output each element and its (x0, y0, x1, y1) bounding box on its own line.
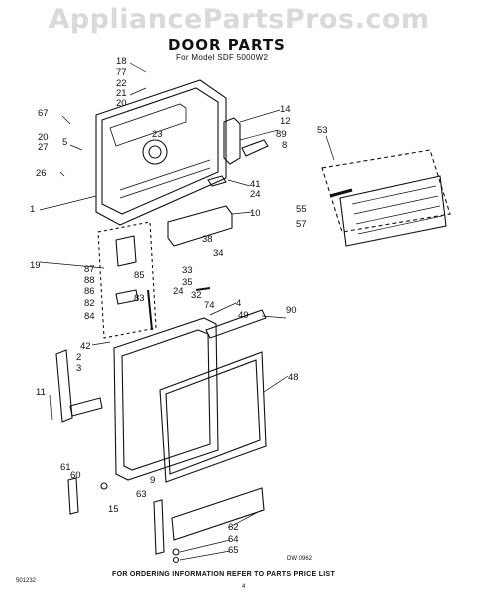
callout-86: 86 (84, 286, 95, 297)
rack-box (321, 149, 451, 233)
rack-tray (339, 175, 447, 247)
callout-22: 22 (116, 78, 127, 89)
callout-18: 18 (116, 56, 127, 67)
callout-90: 90 (286, 305, 297, 316)
door-panel (159, 351, 267, 483)
callout-3: 3 (76, 363, 81, 374)
callout-60: 60 (70, 470, 81, 481)
callout-85: 85 (134, 270, 145, 281)
side-trim (55, 349, 73, 423)
lower-trim (153, 499, 165, 555)
outer-door-frame (113, 317, 219, 481)
callout-82: 82 (84, 298, 95, 309)
callout-2: 2 (76, 352, 81, 363)
callout-10: 10 (250, 208, 261, 219)
kick-plate (171, 487, 265, 541)
page-number: 4 (242, 584, 246, 590)
dashed-group (97, 221, 157, 339)
callout-20: 20 (116, 98, 127, 109)
callout-83: 83 (134, 293, 145, 304)
callout-15: 15 (108, 504, 119, 515)
callout-20b: 20 (38, 132, 49, 143)
callout-33: 33 (182, 265, 193, 276)
callout-53: 53 (317, 125, 328, 136)
callout-35: 35 (182, 277, 193, 288)
callout-48: 48 (288, 372, 299, 383)
callout-77: 77 (116, 67, 127, 78)
watermark: AppliancePartsPros.com (48, 4, 430, 35)
callout-38: 38 (202, 234, 213, 245)
callout-8: 8 (282, 140, 287, 151)
callout-89: 89 (276, 129, 287, 140)
callout-49: 49 (238, 310, 249, 321)
callout-11: 11 (36, 387, 46, 398)
callout-12: 12 (280, 116, 291, 127)
callout-74: 74 (204, 300, 215, 311)
callout-26: 26 (36, 168, 47, 179)
callout-63: 63 (136, 489, 147, 500)
callout-67: 67 (38, 108, 49, 119)
callout-27: 27 (38, 142, 49, 153)
callout-5: 5 (62, 137, 67, 148)
callout-19: 19 (30, 260, 41, 271)
hinge-bracket (223, 117, 241, 165)
diagram-title: DOOR PARTS (168, 36, 286, 54)
callout-57: 57 (296, 219, 307, 230)
callout-62: 62 (228, 522, 239, 533)
callout-88: 88 (84, 275, 95, 286)
callout-84: 84 (84, 311, 95, 322)
callout-64: 64 (228, 534, 239, 545)
bracket-10 (167, 205, 233, 247)
callout-24: 24 (250, 189, 261, 200)
callout-55: 55 (296, 204, 307, 215)
callout-24b: 24 (173, 286, 184, 297)
callout-61: 61 (60, 462, 71, 473)
callout-14: 14 (280, 104, 291, 115)
diagram-subtitle: For Model SDF 5000W2 (176, 53, 269, 62)
ordering-note: FOR ORDERING INFORMATION REFER TO PARTS … (112, 571, 336, 578)
callout-32: 32 (191, 290, 202, 301)
hub-part (142, 139, 168, 165)
control-module (115, 235, 137, 267)
callout-1: 1 (30, 204, 35, 215)
inner-door-panel (95, 79, 227, 226)
callout-21: 21 (116, 88, 127, 99)
callout-4: 4 (236, 298, 241, 309)
callout-41: 41 (250, 179, 261, 190)
page-id: 501232 (16, 578, 37, 584)
callout-23: 23 (152, 129, 163, 140)
callout-9: 9 (150, 475, 155, 486)
callout-87: 87 (84, 264, 95, 275)
drawing-number: DW 0962 (287, 556, 313, 562)
callout-42: 42 (80, 341, 91, 352)
callout-65: 65 (228, 545, 239, 556)
callout-34: 34 (213, 248, 224, 259)
